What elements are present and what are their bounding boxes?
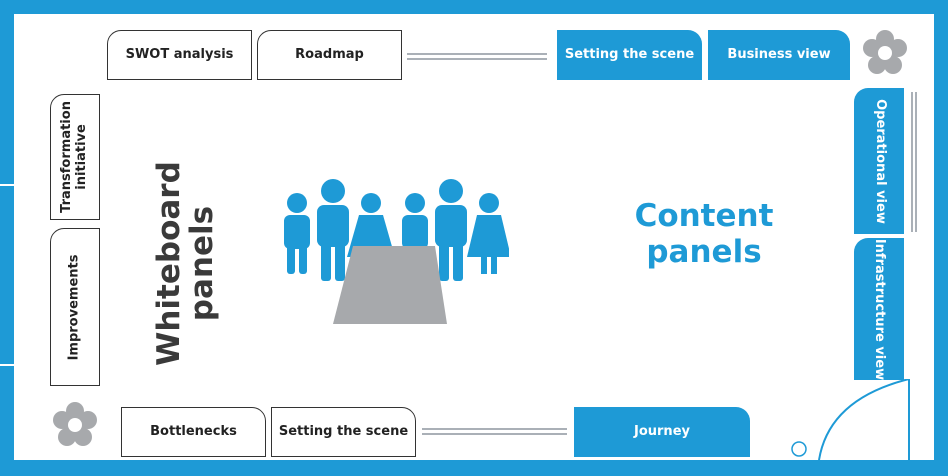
panel-roadmap[interactable]: Roadmap — [257, 30, 402, 80]
panel-label: Setting the scene — [278, 423, 409, 439]
panel-business-view[interactable]: Business view — [708, 30, 850, 80]
panel-setting-the-scene-bottom[interactable]: Setting the scene — [271, 407, 416, 457]
panel-label: Improvements — [66, 254, 82, 360]
panel-label: Bottlenecks — [150, 423, 237, 439]
flower-icon — [53, 402, 97, 446]
panel-setting-the-scene-top[interactable]: Setting the scene — [557, 30, 702, 80]
panel-journey[interactable]: Journey — [574, 407, 750, 457]
rail-bottom — [422, 428, 567, 430]
door-icon — [791, 379, 910, 460]
panel-label: Business view — [727, 46, 831, 62]
whiteboard-panels-label: Whiteboard panels — [150, 161, 219, 367]
rail-top — [407, 53, 547, 55]
panel-label: Operational view — [872, 98, 888, 224]
panel-label: Roadmap — [295, 46, 364, 62]
wall-marker — [0, 364, 14, 366]
wall-marker — [0, 184, 14, 186]
rail-right — [911, 92, 913, 232]
rail-bottom — [422, 433, 567, 435]
panel-infrastructure-view[interactable]: Infrastructure view — [854, 238, 904, 380]
panel-label: Setting the scene — [564, 46, 695, 62]
panel-transformation-initiative[interactable]: Transformation initiative — [50, 94, 100, 220]
panel-label: Infrastructure view — [872, 238, 888, 380]
rail-right — [915, 92, 917, 232]
room-interior: SWOT analysis Roadmap Setting the scene … — [0, 14, 934, 460]
meeting-table-icon — [333, 246, 447, 324]
panel-label: Journey — [634, 423, 690, 439]
panel-swot-analysis[interactable]: SWOT analysis — [107, 30, 252, 80]
panel-improvements[interactable]: Improvements — [50, 228, 100, 386]
panel-operational-view[interactable]: Operational view — [854, 88, 904, 234]
panel-bottlenecks[interactable]: Bottlenecks — [121, 407, 266, 457]
panel-label: Transformation initiative — [59, 101, 90, 213]
flower-icon — [863, 30, 907, 74]
panel-label: SWOT analysis — [125, 46, 234, 62]
rail-top — [407, 58, 547, 60]
content-panels-label: Content panels — [634, 198, 774, 270]
